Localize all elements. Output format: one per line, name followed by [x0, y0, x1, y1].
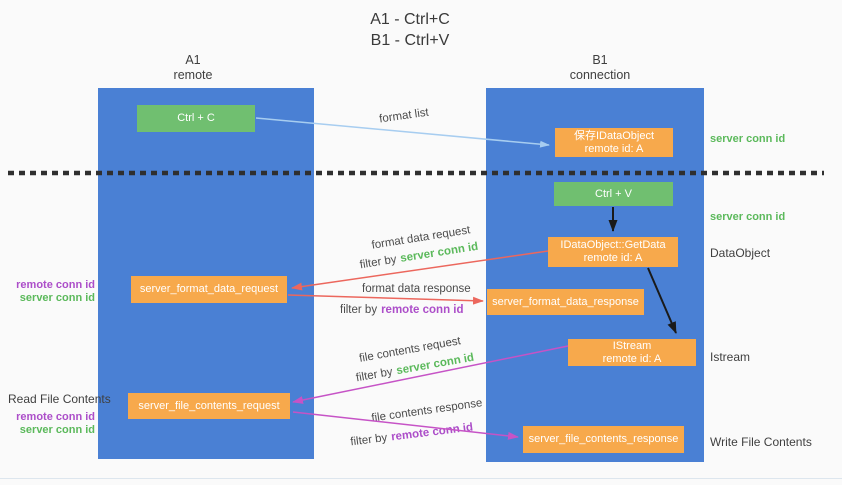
node-save-idataobject: 保存IDataObject remote id: A: [555, 128, 673, 157]
node-server-file-contents-request: server_file_contents_request: [128, 393, 290, 419]
node-ctrl-v-label: Ctrl + V: [595, 187, 632, 200]
node-file-response-label: server_file_contents_response: [528, 433, 679, 445]
node-idataobject-getdata: IDataObject::GetData remote id: A: [548, 237, 678, 267]
flow-label-format-list: format list: [378, 106, 430, 126]
node-server-format-data-request: server_format_data_request: [131, 276, 287, 303]
lane-a1-name: A1: [185, 53, 201, 67]
flow-label-format-data-response: format data response: [362, 283, 471, 295]
node-server-file-contents-response: server_file_contents_response: [523, 426, 684, 453]
filter-by-text: filter by: [355, 366, 394, 385]
filter-by-text: filter by: [358, 253, 398, 272]
node-getdata-line2: remote id: A: [583, 252, 643, 264]
annotation-server-conn-id-top: server conn id: [710, 133, 786, 145]
node-save-idataobject-line1: 保存IDataObject: [573, 129, 655, 142]
filter-key-remote-conn-id: remote conn id: [381, 304, 464, 316]
node-save-idataobject-line2: remote id: A: [584, 142, 644, 155]
annotation-read-file-contents: Read File Contents: [8, 392, 111, 406]
lane-header-b1: B1 connection: [540, 53, 660, 83]
node-format-request-label: server_format_data_request: [139, 283, 279, 295]
title-line-ctrl-c: A1 - Ctrl+C: [370, 11, 450, 28]
node-istream-line1: IStream: [612, 339, 652, 352]
lane-b1-name: B1: [592, 53, 608, 67]
node-ctrl-c: Ctrl + C: [137, 105, 255, 132]
node-getdata-line1: IDataObject::GetData: [560, 239, 666, 251]
bottom-edge-line: [0, 478, 842, 479]
node-istream-line2: remote id: A: [602, 352, 662, 365]
diagram-title: A1 - Ctrl+C B1 - Ctrl+V: [320, 9, 500, 51]
node-ctrl-c-label: Ctrl + C: [177, 112, 215, 124]
node-ctrl-v: Ctrl + V: [554, 182, 673, 206]
lane-header-a1: A1 remote: [133, 53, 253, 83]
filter-by-text: filter by: [349, 431, 388, 449]
format-data-response-arrow: [287, 294, 484, 305]
annotation-write-file-contents: Write File Contents: [710, 435, 812, 449]
filter-by-text: filter by: [340, 304, 378, 316]
flow-label-file-contents-response: file contents response: [370, 397, 484, 425]
node-format-response-label: server_format_data_response: [492, 295, 639, 308]
lane-b1-subtitle: connection: [569, 68, 631, 82]
annotation-remote-conn-id-1: remote conn id: [16, 279, 95, 291]
annotation-server-conn-id-2: server conn id: [19, 424, 95, 436]
node-server-format-data-response: server_format_data_response: [487, 289, 644, 315]
annotation-remote-conn-id-2: remote conn id: [16, 411, 95, 423]
annotation-dataobject: DataObject: [710, 246, 771, 260]
node-file-request-label: server_file_contents_request: [138, 399, 280, 412]
filter-key-remote-conn-id: remote conn id: [390, 421, 474, 444]
annotation-server-conn-id-mid: server conn id: [710, 211, 786, 223]
title-line-ctrl-v: B1 - Ctrl+V: [370, 32, 450, 49]
node-istream: IStream remote id: A: [568, 339, 696, 366]
annotation-server-conn-id-1: server conn id: [19, 292, 95, 304]
annotation-istream: Istream: [710, 350, 751, 364]
lane-a1-subtitle: remote: [173, 68, 213, 82]
